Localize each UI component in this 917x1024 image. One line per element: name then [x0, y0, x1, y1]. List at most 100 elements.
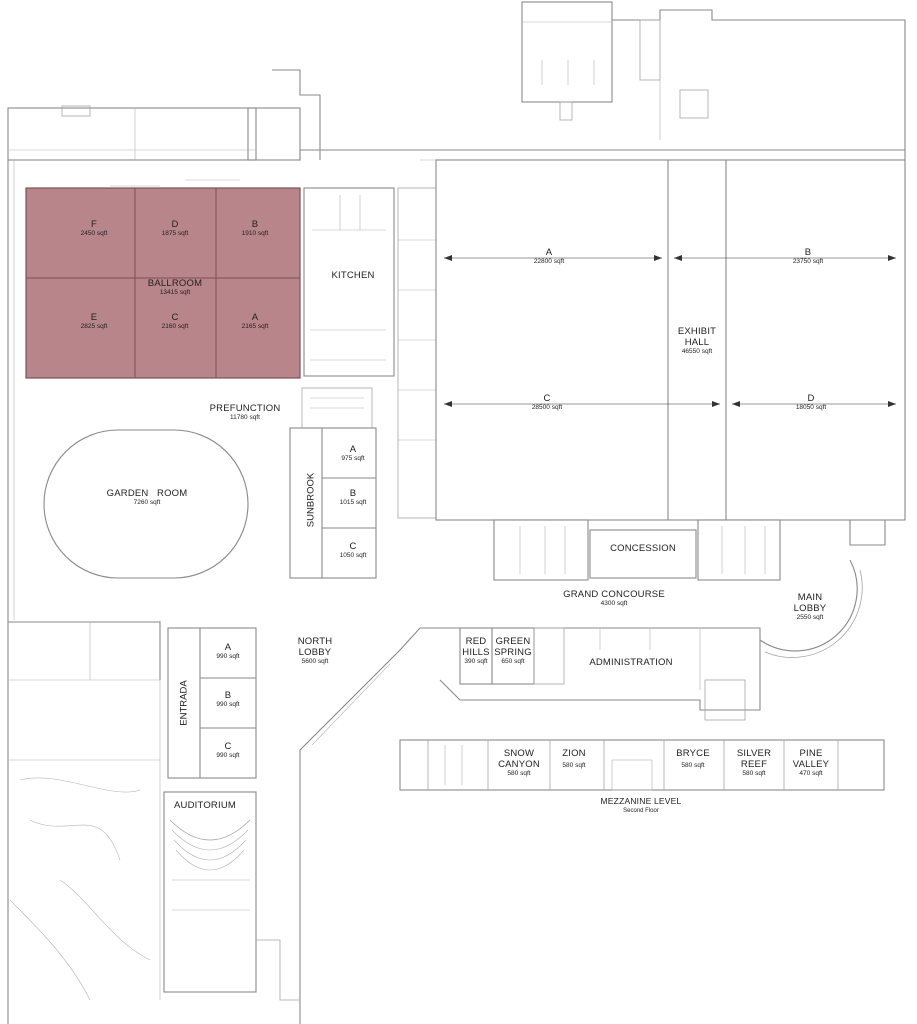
sunbrook-b-name: B — [349, 488, 357, 499]
ballroom-a-sqft: 2165 sqft — [241, 323, 269, 330]
sunbrook-a-sqft: 975 sqft — [341, 455, 365, 462]
ballroom-name: BALLROOM — [147, 278, 203, 289]
ballroom-a-name: A — [251, 312, 259, 323]
grand-concourse-sqft: 4300 sqft — [600, 600, 628, 607]
entrada-a-name: A — [224, 642, 232, 653]
entrada-a[interactable]: A 990 sqft — [216, 642, 239, 661]
snow-canyon-name-2: CANYON — [498, 759, 540, 770]
exhibit-hall-b[interactable]: B 23750 sqft — [793, 247, 823, 266]
ballroom-b-name: B — [251, 219, 259, 230]
exhibit-hall-c[interactable]: C 28500 sqft — [532, 393, 562, 412]
ballroom-f-name: F — [90, 219, 97, 230]
ballroom-title: BALLROOM 13415 sqft — [148, 278, 202, 297]
entrada-block[interactable] — [159, 620, 257, 1000]
silver-reef-sqft: 580 sqft — [742, 770, 766, 777]
bryce-sqft: 580 sqft — [681, 762, 705, 769]
entrada-name: ENTRADA — [178, 680, 190, 726]
exhibit-hall-title: EXHIBIT HALL 46550 sqft — [678, 326, 716, 356]
sunbrook-name: SUNBROOK — [305, 472, 317, 528]
north-lobby-sqft: 5600 sqft — [301, 658, 329, 665]
administration-label: ADMINISTRATION — [589, 657, 672, 668]
sunbrook-b-sqft: 1015 sqft — [339, 499, 367, 506]
snow-canyon-name-1: SNOW — [503, 748, 535, 759]
exhibit-hall-c-name: C — [543, 393, 551, 404]
ballroom-d[interactable]: D 1875 sqft — [162, 219, 189, 238]
red-hills-label[interactable]: RED HILLS 390 sqft — [462, 636, 489, 666]
entrada-b[interactable]: B 990 sqft — [216, 690, 239, 709]
green-spring-name-1: GREEN — [495, 636, 531, 647]
exhibit-hall-name-2: HALL — [684, 337, 710, 348]
grand-concourse-name: GRAND CONCOURSE — [563, 589, 665, 600]
pine-valley-sqft: 470 sqft — [799, 770, 823, 777]
ballroom-d-sqft: 1875 sqft — [161, 230, 189, 237]
auditorium-name: AUDITORIUM — [174, 800, 236, 811]
prefunction-sqft: 11780 sqft — [230, 414, 260, 421]
entrada-c[interactable]: C 990 sqft — [216, 741, 239, 760]
concession-name: CONCESSION — [610, 543, 676, 554]
exhibit-hall-name-1: EXHIBIT — [677, 326, 717, 337]
ballroom-b[interactable]: B 1910 sqft — [242, 219, 269, 238]
entrada-a-sqft: 990 sqft — [216, 653, 240, 660]
sunbrook-a[interactable]: A 975 sqft — [341, 444, 364, 463]
sunbrook-b[interactable]: B 1015 sqft — [340, 488, 367, 507]
mezzanine-bryce[interactable]: BRYCE 580 sqft — [676, 748, 710, 770]
auditorium-label: AUDITORIUM — [174, 800, 236, 811]
ballroom-a[interactable]: A 2165 sqft — [242, 312, 269, 331]
mezzanine-silver-reef[interactable]: SILVER REEF 580 sqft — [737, 748, 771, 778]
zion-sqft: 580 sqft — [562, 762, 586, 769]
green-spring-label[interactable]: GREEN SPRING 650 sqft — [494, 636, 532, 666]
auditorium-block — [163, 791, 300, 1001]
ballroom-block[interactable] — [25, 179, 301, 379]
exhibit-hall-d-sqft: 18050 sqft — [795, 404, 827, 411]
exhibit-hall-block[interactable] — [435, 159, 906, 521]
zion-name: ZION — [562, 748, 586, 759]
mezzanine-pine-valley[interactable]: PINE VALLEY 470 sqft — [793, 748, 829, 778]
ballroom-c-sqft: 2160 sqft — [161, 323, 189, 330]
main-lobby-arc — [759, 559, 863, 658]
kitchen-label: KITCHEN — [331, 270, 374, 281]
silver-reef-name-1: SILVER — [736, 748, 772, 759]
exhibit-hall-a-name: A — [545, 247, 553, 258]
red-hills-name-2: HILLS — [462, 647, 490, 658]
green-spring-name-2: SPRING — [494, 647, 532, 658]
garden-room-name: GARDEN ROOM — [106, 488, 188, 499]
exhibit-hall-c-sqft: 28500 sqft — [531, 404, 563, 411]
exhibit-hall-d[interactable]: D 18050 sqft — [796, 393, 826, 412]
ballroom-sqft: 13415 sqft — [159, 289, 191, 296]
pine-valley-name-2: VALLEY — [792, 759, 830, 770]
ballroom-c[interactable]: C 2160 sqft — [162, 312, 189, 331]
ballroom-e-sqft: 2825 sqft — [80, 323, 108, 330]
kitchen-block — [301, 187, 437, 519]
mezzanine-zion[interactable]: ZION 580 sqft — [562, 748, 586, 770]
prefunction-name: PREFUNCTION — [209, 403, 281, 414]
main-lobby-label: MAIN LOBBY 2550 sqft — [794, 592, 827, 622]
administration-block — [399, 627, 761, 721]
garden-room-label: GARDEN ROOM 7260 sqft — [107, 488, 188, 507]
administration-name: ADMINISTRATION — [589, 657, 673, 668]
ballroom-f-sqft: 2450 sqft — [80, 230, 108, 237]
ballroom-e[interactable]: E 2825 sqft — [81, 312, 108, 331]
mezzanine-snow-canyon[interactable]: SNOW CANYON 580 sqft — [498, 748, 540, 778]
concession-block — [493, 519, 905, 581]
ballroom-f[interactable]: F 2450 sqft — [81, 219, 108, 238]
west-wing — [8, 621, 161, 1001]
ballroom-c-name: C — [171, 312, 179, 323]
north-lobby-name-2: LOBBY — [298, 647, 332, 658]
sunbrook-c-sqft: 1050 sqft — [339, 552, 367, 559]
garden-room-shape[interactable] — [43, 429, 249, 579]
mezzanine-level-subtitle: Second Floor — [623, 808, 659, 814]
ballroom-b-sqft: 1910 sqft — [241, 230, 269, 237]
exhibit-hall-b-sqft: 23750 sqft — [792, 258, 824, 265]
red-hills-sqft: 390 sqft — [464, 658, 488, 665]
concession-label: CONCESSION — [610, 543, 676, 554]
sunbrook-c[interactable]: C 1050 sqft — [340, 541, 367, 560]
exhibit-hall-d-name: D — [807, 393, 815, 404]
sunbrook-c-name: C — [349, 541, 357, 552]
exhibit-hall-a[interactable]: A 22800 sqft — [534, 247, 564, 266]
garden-room-sqft: 7260 sqft — [133, 499, 161, 506]
ballroom-e-name: E — [90, 312, 98, 323]
sunbrook-block[interactable] — [289, 427, 377, 579]
north-lobby-walls — [299, 649, 401, 1024]
main-lobby-sqft: 2550 sqft — [796, 614, 824, 621]
